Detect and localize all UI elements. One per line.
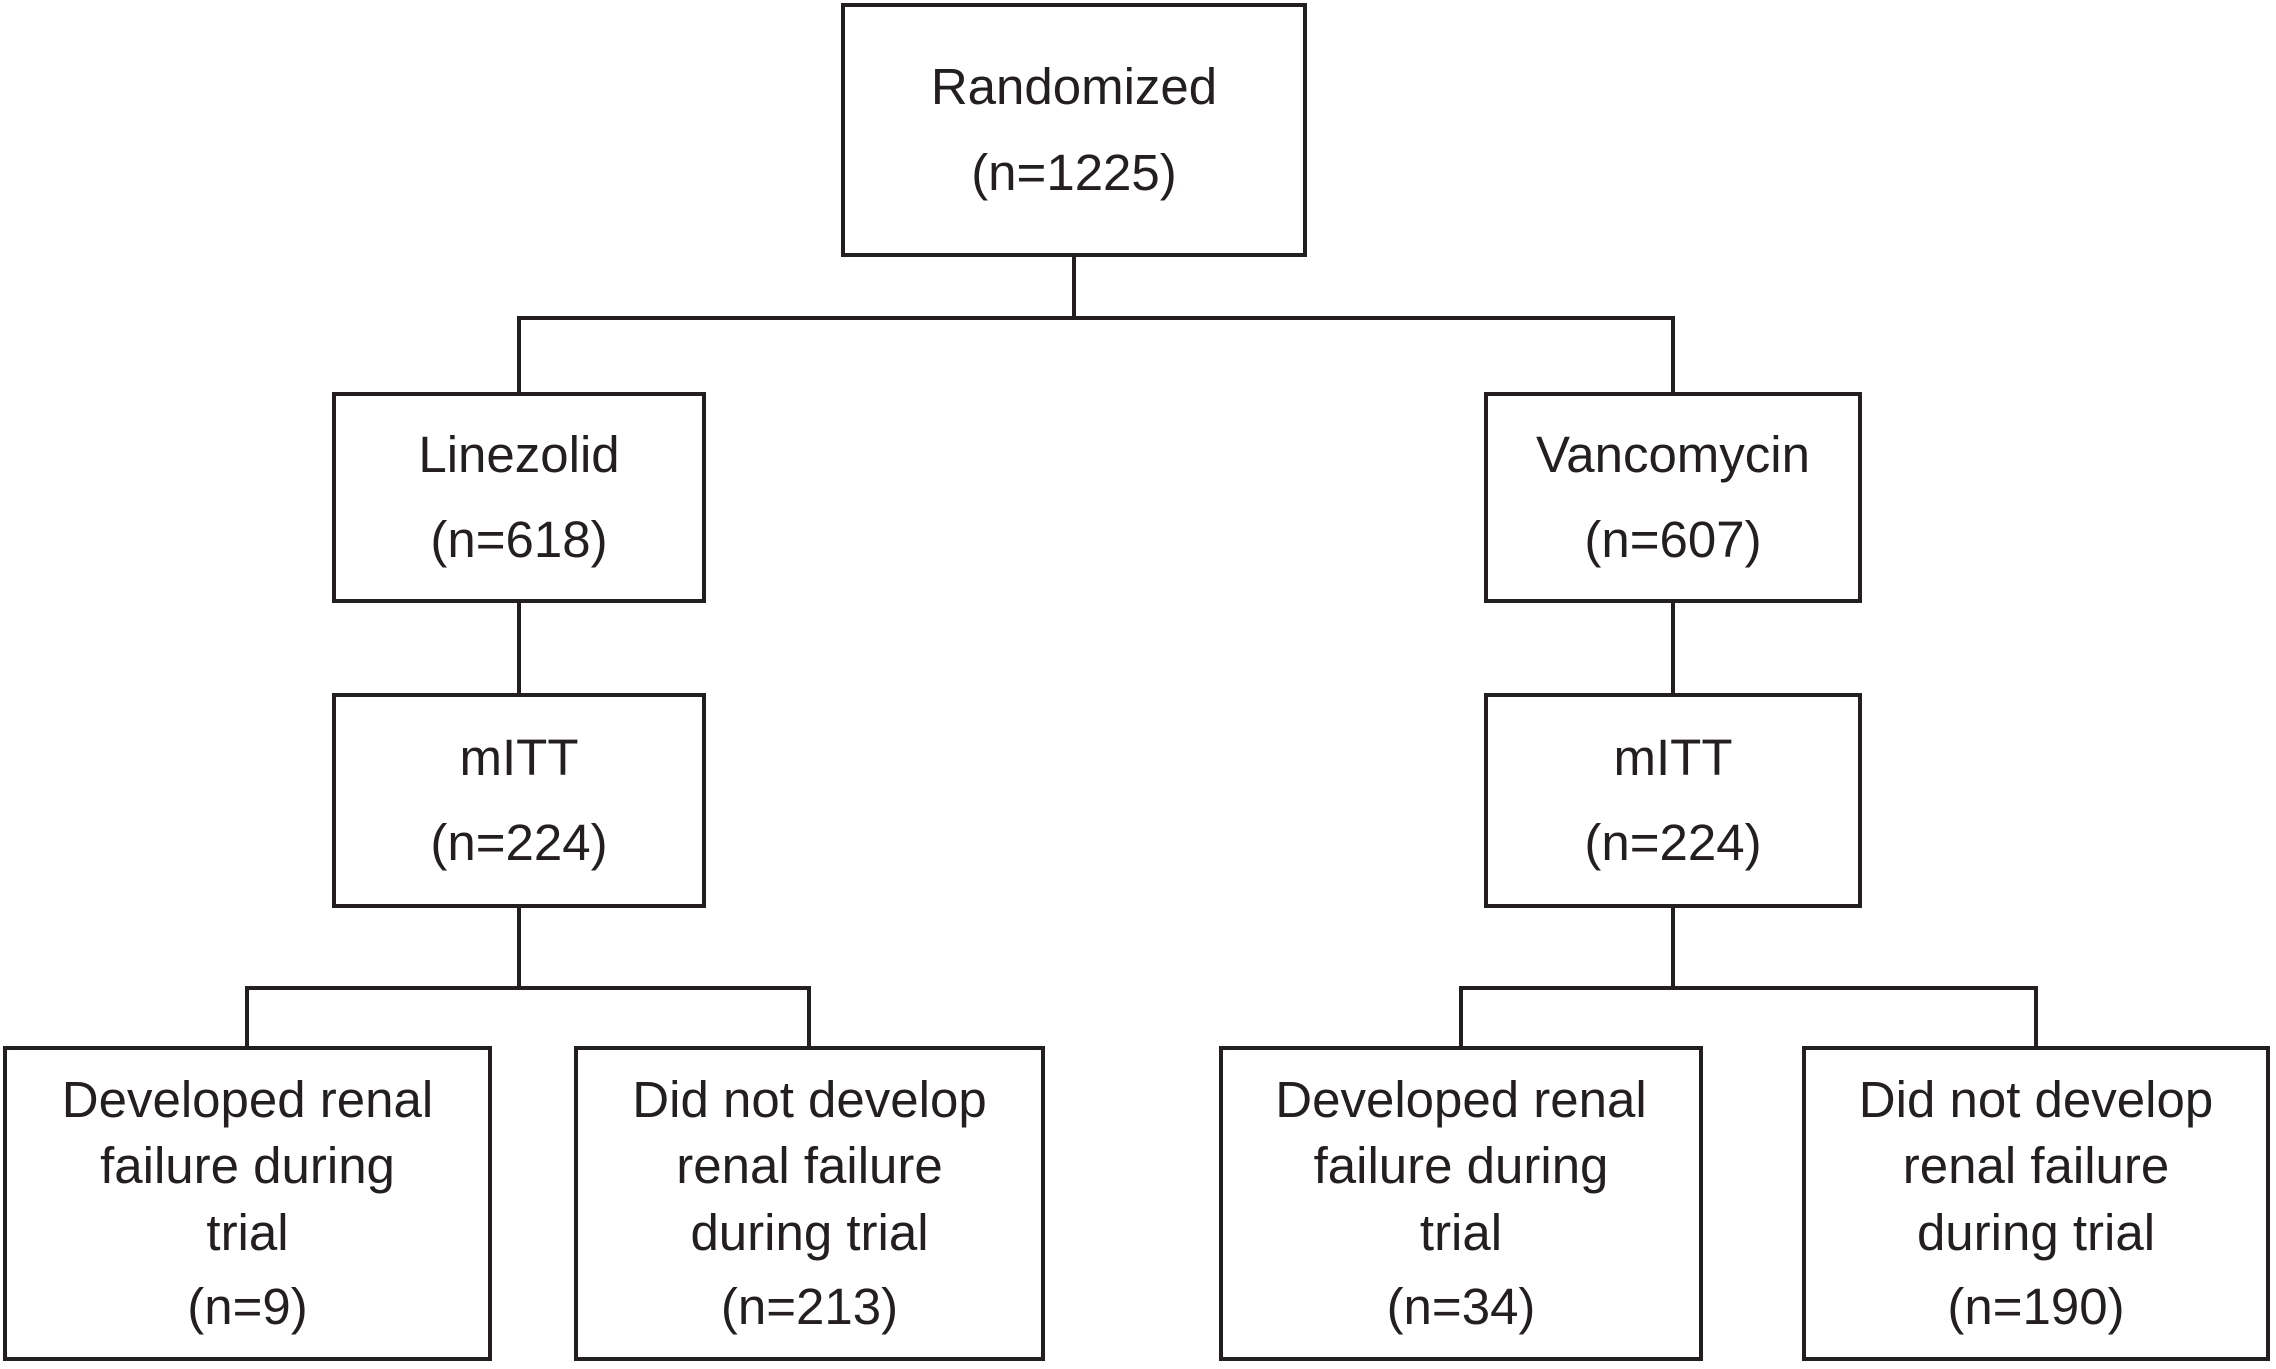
node-linezolid-developed-renal-failure: Developed renal failure during trial (n=… bbox=[3, 1046, 492, 1361]
node-linezolid: Linezolid (n=618) bbox=[332, 392, 706, 603]
node-label: Did not develop renal failure during tri… bbox=[632, 1070, 987, 1261]
connector-right-split-horizontal bbox=[1459, 986, 2038, 990]
node-label: mITT bbox=[1613, 728, 1733, 786]
node-count: (n=190) bbox=[1947, 1277, 2125, 1335]
connector-linezolid-to-mitt bbox=[517, 603, 521, 693]
connector-vancomycin-to-mitt bbox=[1671, 603, 1675, 693]
node-vancomycin-developed-renal-failure: Developed renal failure during trial (n=… bbox=[1219, 1046, 1703, 1361]
node-label: mITT bbox=[459, 728, 579, 786]
node-count: (n=9) bbox=[187, 1277, 308, 1335]
connector-mitt-right-down bbox=[1671, 908, 1675, 990]
node-label: Vancomycin bbox=[1535, 425, 1810, 483]
node-label: Developed renal failure during trial bbox=[1275, 1070, 1647, 1261]
node-vancomycin: Vancomycin (n=607) bbox=[1484, 392, 1862, 603]
connector-to-linezolid-no-rf bbox=[807, 986, 811, 1046]
connector-to-vancomycin-rf bbox=[1459, 986, 1463, 1046]
node-label: Developed renal failure during trial bbox=[61, 1070, 434, 1261]
node-label: Did not develop renal failure during tri… bbox=[1858, 1070, 2214, 1261]
connector-to-vancomycin bbox=[1671, 316, 1675, 392]
connector-to-linezolid bbox=[517, 316, 521, 392]
node-count: (n=607) bbox=[1584, 511, 1762, 568]
node-label: Randomized bbox=[930, 58, 1218, 116]
node-label: Linezolid bbox=[418, 425, 620, 483]
connector-to-linezolid-rf bbox=[245, 986, 249, 1046]
node-count: (n=34) bbox=[1386, 1277, 1536, 1335]
connector-left-split-horizontal bbox=[245, 986, 811, 990]
connector-to-vancomycin-no-rf bbox=[2034, 986, 2038, 1046]
node-randomized: Randomized (n=1225) bbox=[841, 3, 1307, 257]
node-count: (n=224) bbox=[1584, 814, 1762, 871]
node-count: (n=1225) bbox=[971, 143, 1177, 201]
node-count: (n=618) bbox=[430, 511, 608, 568]
node-mitt-vancomycin: mITT (n=224) bbox=[1484, 693, 1862, 908]
node-count: (n=224) bbox=[430, 814, 608, 871]
connector-randomized-down bbox=[1072, 257, 1076, 320]
connector-arm-split-horizontal bbox=[517, 316, 1675, 320]
node-vancomycin-no-renal-failure: Did not develop renal failure during tri… bbox=[1802, 1046, 2270, 1361]
node-mitt-linezolid: mITT (n=224) bbox=[332, 693, 706, 908]
node-count: (n=213) bbox=[720, 1277, 899, 1335]
node-linezolid-no-renal-failure: Did not develop renal failure during tri… bbox=[574, 1046, 1045, 1361]
connector-mitt-left-down bbox=[517, 908, 521, 990]
